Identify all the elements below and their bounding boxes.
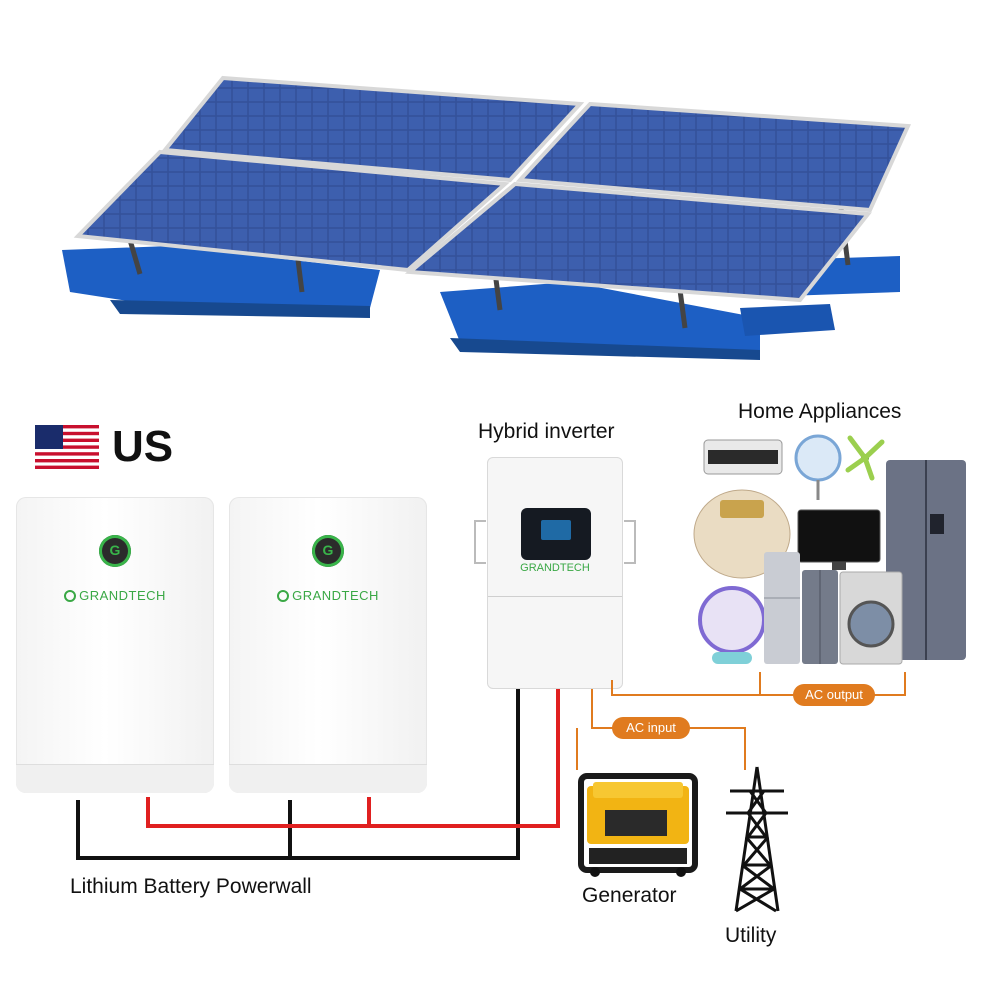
battery-label: Lithium Battery Powerwall (70, 875, 312, 899)
ac-output-badge: AC output (793, 684, 875, 706)
red-wires (148, 689, 558, 826)
generator-icon (575, 772, 700, 877)
black-wires (78, 689, 518, 858)
ac-input-badge: AC input (612, 717, 690, 739)
utility-label: Utility (725, 924, 776, 948)
utility-tower-icon (722, 765, 792, 915)
generator-label: Generator (582, 884, 677, 908)
